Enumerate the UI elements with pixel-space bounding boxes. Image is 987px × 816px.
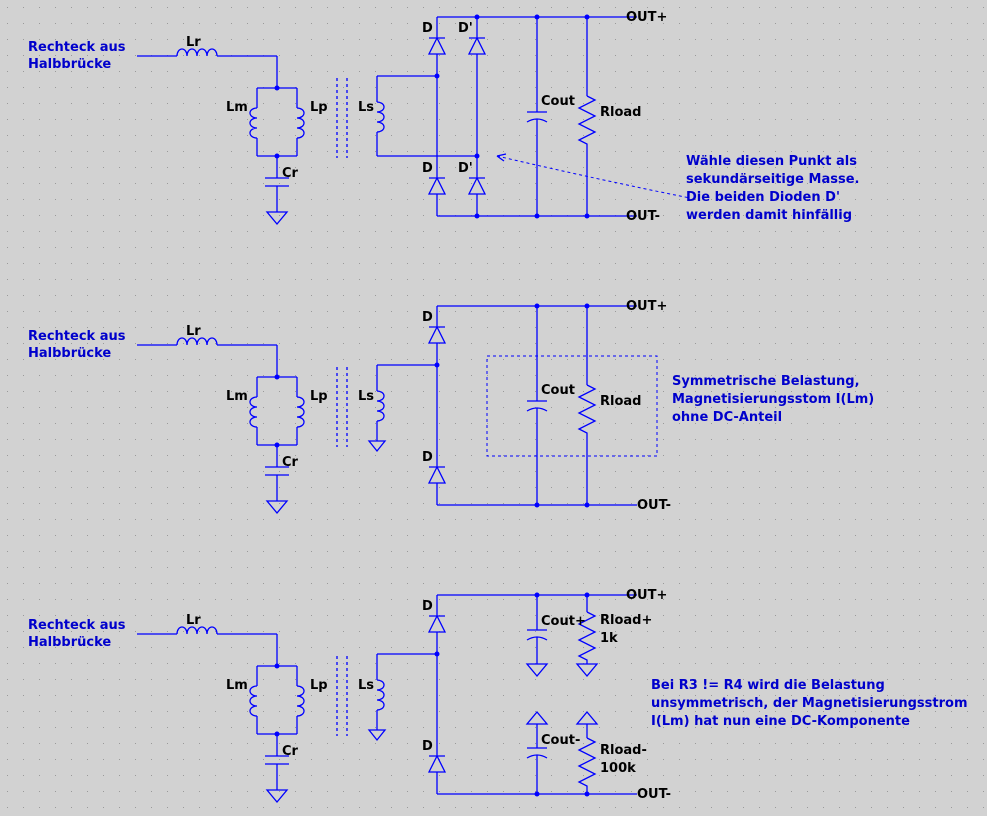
diode-d1 — [427, 614, 447, 654]
label-cout-plus: Cout+ — [541, 614, 586, 629]
label-ls: Ls — [358, 389, 374, 404]
label-ls: Ls — [358, 100, 374, 115]
label-d1: D — [422, 599, 433, 614]
label-d3: D — [422, 161, 433, 176]
label-lp: Lp — [310, 678, 328, 693]
inductor-ls — [376, 679, 385, 711]
label-d2: D' — [458, 21, 473, 36]
inductor-ls — [376, 101, 385, 133]
resistor-rload-minus — [577, 737, 597, 794]
circuit-2: Rechteck aus Halbbrücke Lr Lm Lp Cr Ls — [28, 299, 874, 515]
resistor-rload-plus — [577, 611, 597, 664]
diode-d2 — [427, 754, 447, 794]
note-line1: Symmetrische Belastung, — [672, 374, 860, 389]
label-cr: Cr — [282, 744, 299, 759]
diode-d4 — [467, 176, 487, 216]
label-lp: Lp — [310, 389, 328, 404]
label-lr: Lr — [186, 613, 201, 628]
label-d1: D — [422, 310, 433, 325]
label-rload: Rload — [600, 394, 641, 409]
note-line2: unsymmetrisch, der Magnetisierungsstrom — [651, 696, 968, 711]
note-line3: I(Lm) hat nun eine DC-Komponente — [651, 714, 910, 729]
resistor-rload — [577, 384, 597, 505]
label-cr: Cr — [282, 166, 299, 181]
note-line4: werden damit hinfällig — [686, 208, 852, 223]
diode-d1 — [427, 36, 447, 76]
diode-d2 — [427, 465, 447, 505]
label-cr: Cr — [282, 455, 299, 470]
label-out-plus: OUT+ — [626, 299, 667, 314]
diode-d1 — [427, 325, 447, 365]
note-line1: Bei R3 != R4 wird die Belastung — [651, 678, 885, 693]
label-lr: Lr — [186, 35, 201, 50]
label-rload-plus: Rload+ — [600, 613, 652, 628]
label-d2: D — [422, 450, 433, 465]
circuit-1: Rechteck aus Halbbrücke Lr Lm Lp Cr — [28, 10, 859, 226]
input-label-line2: Halbbrücke — [28, 635, 111, 650]
label-out-plus: OUT+ — [626, 588, 667, 603]
label-lm: Lm — [226, 389, 248, 404]
inductor-lm — [249, 107, 258, 139]
inductor-lp — [296, 685, 305, 717]
inductor-ls — [376, 390, 385, 422]
label-d4: D' — [458, 161, 473, 176]
label-lp: Lp — [310, 100, 328, 115]
inductor-lm — [249, 685, 258, 717]
inductor-lr — [176, 48, 218, 57]
label-out-minus: OUT- — [637, 498, 671, 513]
circuit-3: Rechteck aus Halbbrücke Lr Lm Lp Cr Ls — [28, 588, 968, 804]
label-lr: Lr — [186, 324, 201, 339]
inductor-lr — [176, 337, 218, 346]
input-label-line1: Rechteck aus — [28, 618, 126, 633]
label-lm: Lm — [226, 100, 248, 115]
label-out-plus: OUT+ — [626, 10, 667, 25]
ground-symbol — [367, 729, 387, 742]
inductor-lm — [249, 396, 258, 428]
label-rload-plus-value: 1k — [600, 631, 618, 646]
label-lm: Lm — [226, 678, 248, 693]
input-label-line2: Halbbrücke — [28, 57, 111, 72]
note-line3: ohne DC-Anteil — [672, 410, 782, 425]
ground-symbol — [575, 663, 599, 678]
label-out-minus: OUT- — [626, 209, 660, 224]
ground-symbol — [265, 211, 289, 226]
inductor-lp — [296, 396, 305, 428]
label-cout: Cout — [541, 94, 575, 109]
note-line1: Wähle diesen Punkt als — [686, 154, 857, 169]
label-cout-minus: Cout- — [541, 733, 580, 748]
label-ls: Ls — [358, 678, 374, 693]
label-d2: D — [422, 739, 433, 754]
ground-symbol — [525, 663, 549, 678]
ground-symbol — [367, 440, 387, 453]
label-rload: Rload — [600, 105, 641, 120]
ground-symbol — [265, 500, 289, 515]
ground-symbol — [265, 789, 289, 804]
label-cout: Cout — [541, 383, 575, 398]
note-line2: Magnetisierungsstom I(Lm) — [672, 392, 874, 407]
input-label-line1: Rechteck aus — [28, 40, 126, 55]
input-label-line2: Halbbrücke — [28, 346, 111, 361]
load-box — [486, 355, 658, 457]
note-line2: sekundärseitige Masse. — [686, 172, 859, 187]
resistor-rload — [577, 95, 597, 216]
input-label-line1: Rechteck aus — [28, 329, 126, 344]
note-line3: Die beiden Dioden D' — [686, 190, 840, 205]
label-out-minus: OUT- — [637, 787, 671, 802]
diode-d3 — [427, 176, 447, 216]
label-d1: D — [422, 21, 433, 36]
label-rload-minus: Rload- — [600, 743, 647, 758]
label-rload-minus-value: 100k — [600, 761, 636, 776]
inductor-lr — [176, 626, 218, 635]
inductor-lp — [296, 107, 305, 139]
